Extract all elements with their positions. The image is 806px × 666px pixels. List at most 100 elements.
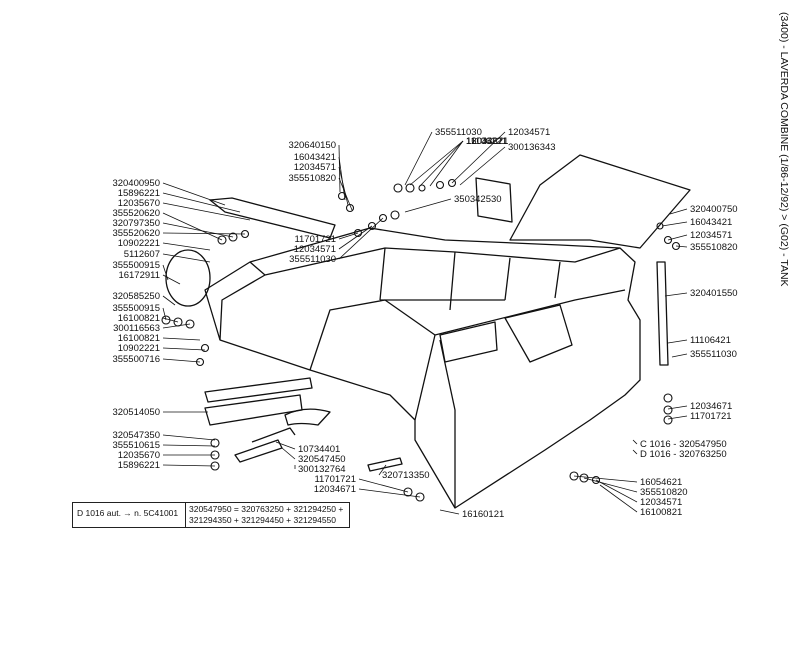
part-number-label: 11701721 [294,234,336,245]
part-number-label: 15896221 [118,460,160,471]
leader-line [162,434,216,441]
tank-inner-walls [379,247,561,311]
tank-body-outline [204,227,641,509]
part-number-label: 355510820 [640,487,688,498]
leader-line [281,447,296,460]
part-number-label: 355511030 [690,349,737,360]
note-divider [185,503,186,527]
leader-line [429,140,464,187]
leader-line [661,221,688,227]
part-number-label: 350342530 [454,194,502,205]
part-number-label: 10902221 [118,343,160,354]
note-line-2: 321294350 + 321294450 + 321294550 [189,515,337,525]
leader-line [451,131,506,184]
leader-line [162,464,216,467]
tank-front-face-edge [414,289,626,508]
part-number-label: 15896221 [118,188,160,199]
leader-line [162,212,223,241]
tank-window-right [504,304,573,363]
leader-line [338,177,353,211]
leader-line [275,441,296,450]
tank-top-rim [249,247,621,276]
leader-line [671,353,688,358]
part-number-label: D 1016 - 320763250 [640,449,727,460]
right-lid-panel [509,154,691,249]
variant-note-box: D 1016 aut. → n. 5C41001 320547950 = 320… [72,502,350,528]
leader-lines [162,131,688,515]
part-number-label: 320547450 [298,454,346,465]
cover-plate [475,177,513,223]
leader-line [162,274,181,285]
leader-line [162,192,241,213]
leader-line [667,415,688,420]
part-number-label: 300132764 [298,464,346,475]
leader-line [162,347,206,351]
leader-line [162,222,234,238]
leader-line [675,245,688,248]
leader-line [664,292,688,297]
part-number-label: 12034671 [314,484,356,495]
leader-line [162,444,216,447]
part-labels: 3555110301604322112034671111062211203457… [112,127,737,520]
part-number-label: 11701721 [690,411,732,422]
leader-line [667,234,688,241]
part-number-label: 11106421 [690,335,731,346]
leader-line [583,477,638,493]
part-number-label: 355500915 [112,260,160,271]
leader-line [599,484,638,513]
leader-line [162,202,251,221]
leader-line [162,337,201,341]
part-number-label: 320400950 [112,178,160,189]
part-number-label: 12034571 [640,497,682,508]
leader-line [378,464,387,476]
part-number-label: 11701721 [314,474,356,485]
part-number-label: 355500915 [112,303,160,314]
part-number-label: 355511030 [435,127,482,138]
leader-line [162,242,211,251]
tank-left-face-edge [219,274,436,371]
part-number-label: 300116563 [113,323,160,334]
leader-line [338,166,349,206]
round-hatch-cover [165,249,211,307]
latch-part [234,427,296,463]
part-number-label: 320585250 [112,291,160,302]
note-line-1: 320547950 = 320763250 + 321294250 + [189,504,344,514]
leader-line [409,140,464,186]
part-number-label: 12034671 [690,401,732,412]
left-lid-panel [209,197,336,239]
bottom-left-rail [204,377,313,426]
part-number-label: C 1016 - 320547950 [640,439,727,450]
part-number-label: 355510615 [112,440,160,451]
bottom-plate-320713350 [367,457,403,472]
part-number-label: 355520620 [112,208,160,219]
leader-line [338,232,359,240]
part-number-label: 12035670 [118,450,160,461]
part-number-label: 12034571 [294,244,336,255]
part-number-label: 12034671 [466,136,508,147]
leader-line [404,198,452,213]
leader-line [162,232,246,235]
leader-line [162,317,179,323]
leader-line [459,146,506,186]
leader-line [667,339,688,344]
leader-line [419,140,464,187]
part-number-label: 16160121 [462,509,504,520]
leader-line [667,405,688,410]
part-number-label: 16043421 [294,152,336,163]
leader-line [162,295,176,306]
leader-line [358,488,421,498]
part-number-label: 320401550 [690,288,738,299]
leader-line [669,208,688,215]
part-number-label: 12034571 [294,162,336,173]
part-number-label: 320547350 [112,430,160,441]
part-number-label: 320797350 [112,218,160,229]
leader-line [162,323,191,329]
part-number-label: 320514050 [112,407,160,418]
diagram-title: (3400) - LAVERDA COMBINE (1/86-12/92) > … [778,12,790,287]
part-number-label: 11106221 [466,136,507,147]
leader-line [162,307,167,321]
part-number-label: 355510820 [288,173,336,184]
part-number-label: 16043221 [466,136,508,147]
part-number-label: 16100821 [118,333,160,344]
